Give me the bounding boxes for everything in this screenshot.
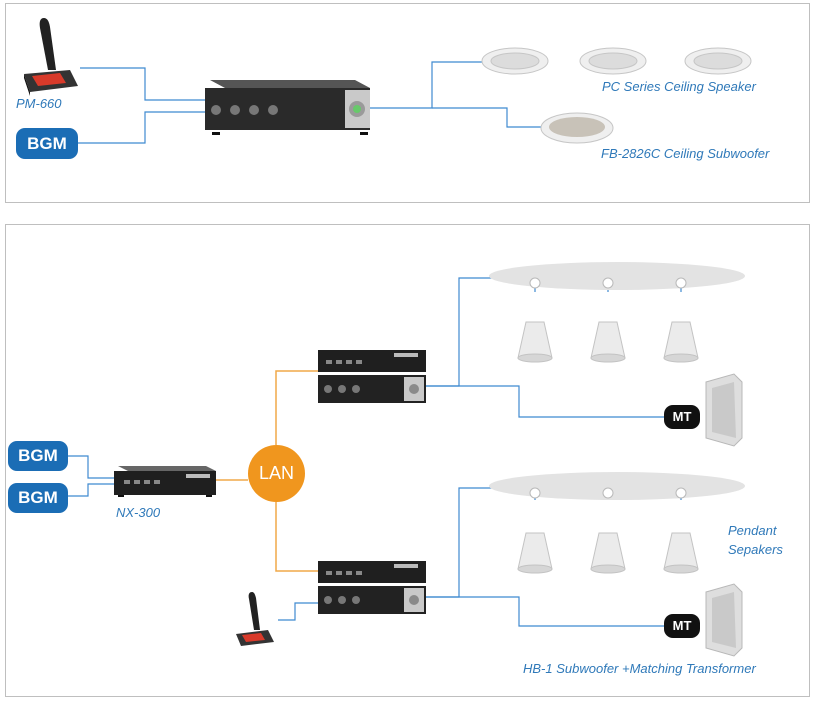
controller-label: NX-300: [116, 505, 161, 520]
subwoofer-transformer-label: HB-1 Subwoofer +Matching Transformer: [523, 661, 756, 676]
ceiling-speaker-label: PC Series Ceiling Speaker: [602, 79, 756, 94]
pendant-label-line1: Pendant: [728, 523, 777, 538]
top-system-panel: [5, 3, 810, 203]
ceiling-subwoofer-label: FB-2826C Ceiling Subwoofer: [601, 146, 770, 161]
matching-transformer-badge-2: MT: [664, 614, 700, 638]
matching-transformer-badge-1: MT: [664, 405, 700, 429]
mic-label: PM-660: [16, 96, 62, 111]
lan-hub: LAN: [248, 445, 305, 502]
bgm-badge-2: BGM: [8, 483, 68, 513]
bgm-badge-1: BGM: [8, 441, 68, 471]
bgm-badge: BGM: [16, 128, 78, 159]
pendant-label-line2: Sepakers: [728, 542, 783, 557]
